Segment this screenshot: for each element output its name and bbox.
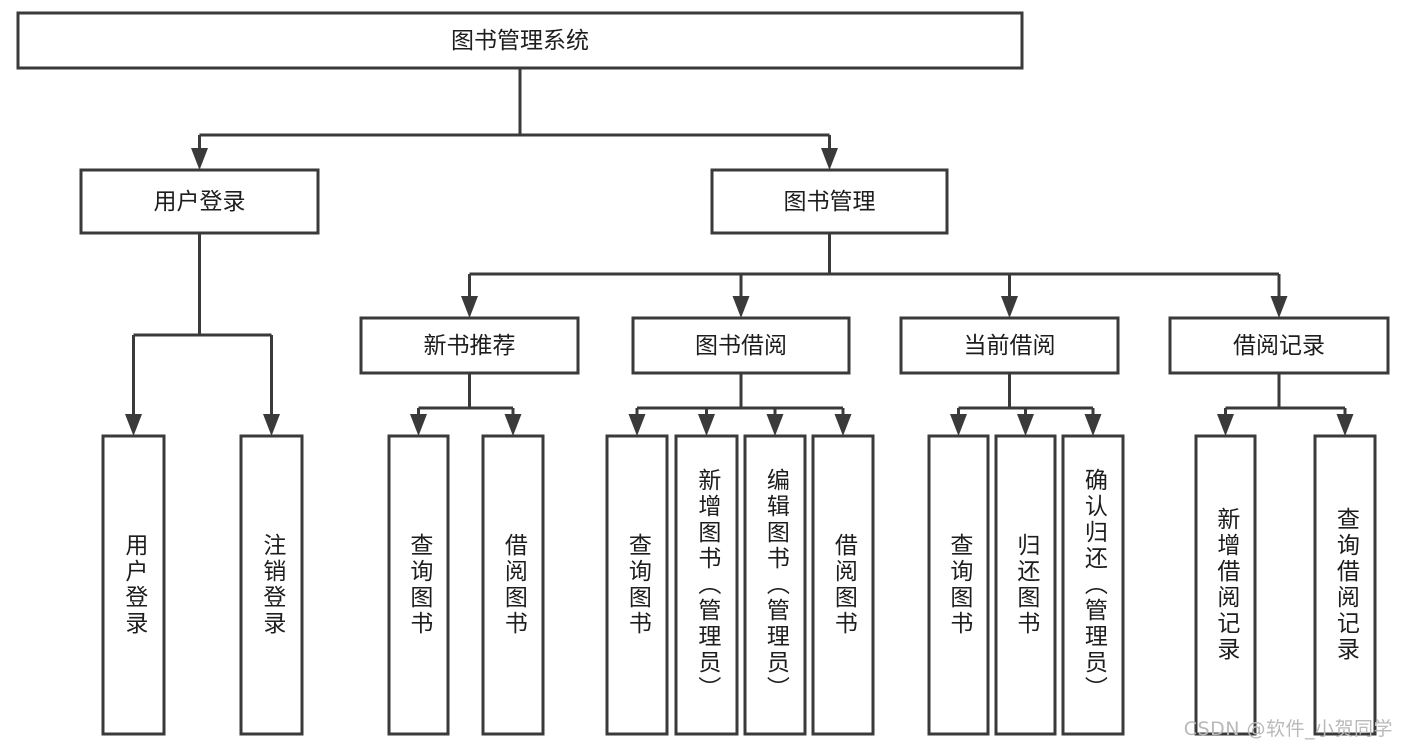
arrow-head-icon [461,296,478,318]
node-box-leaf-logout[interactable] [239,434,304,736]
connector-group-book-borrow [628,373,852,436]
node-label-book-manage: 图书管理 [784,189,876,215]
node-box-root[interactable] [16,11,1024,70]
arrow-head-icon [834,414,852,436]
node-box-current-borrow[interactable] [899,316,1120,375]
arrow-head-icon [125,414,142,436]
node-label-current-borrow: 当前借阅 [964,333,1056,359]
node-box-rec-borrow-book[interactable] [481,434,545,736]
arrow-head-icon [1217,414,1234,436]
node-box-book-borrow[interactable] [631,316,851,375]
node-label-root: 图书管理系统 [451,28,589,54]
arrow-head-icon [698,414,715,436]
node-box-book-manage[interactable] [710,168,949,235]
node-box-layer [16,11,1390,736]
node-box-cb-return-book[interactable] [994,434,1057,736]
node-box-cb-confirm[interactable] [1061,434,1125,736]
connector-group-new-book-rec [410,373,522,436]
node-box-bb-borrow-book[interactable] [811,434,875,736]
arrow-head-icon [732,296,750,318]
connector-layer [125,68,1354,436]
node-box-leaf-user-login[interactable] [101,434,166,736]
node-label-new-book-rec: 新书推荐 [424,333,516,359]
arrow-head-icon [766,414,784,436]
node-box-bb-add-book[interactable] [674,434,739,736]
connector-group-user-login [125,233,280,436]
node-box-rec-query-book[interactable] [387,434,450,736]
arrow-head-icon [1084,414,1102,436]
arrow-head-icon [628,414,646,436]
arrow-head-icon [1270,296,1288,318]
arrow-head-icon [1017,414,1034,436]
arrow-head-icon [191,148,208,170]
connector-group-book-manage [461,233,1288,318]
connector-group-current-borrow [950,373,1102,436]
node-box-user-login[interactable] [79,168,320,235]
node-label-book-borrow: 图书借阅 [695,333,787,359]
node-box-borrow-record[interactable] [1168,316,1390,375]
connector-group-borrow-record [1217,373,1354,436]
watermark: CSDN @软件_小贺同学 [1183,718,1393,740]
node-box-bb-query-book[interactable] [605,434,669,736]
node-box-br-add-record[interactable] [1194,434,1257,736]
node-label-borrow-record: 借阅记录 [1233,333,1325,359]
node-box-new-book-rec[interactable] [359,316,580,375]
arrow-head-icon [1336,414,1354,436]
node-box-bb-edit-book[interactable] [743,434,807,736]
arrow-head-icon [821,148,838,170]
node-box-br-query-record[interactable] [1313,434,1377,736]
node-box-cb-query-book[interactable] [927,434,990,736]
arrow-head-icon [504,414,522,436]
arrow-head-icon [1001,296,1018,318]
connector-group-root [191,68,838,170]
arrow-head-icon [410,414,427,436]
node-label-user-login: 用户登录 [154,189,246,215]
arrow-head-icon [263,414,280,436]
arrow-head-icon [950,414,967,436]
